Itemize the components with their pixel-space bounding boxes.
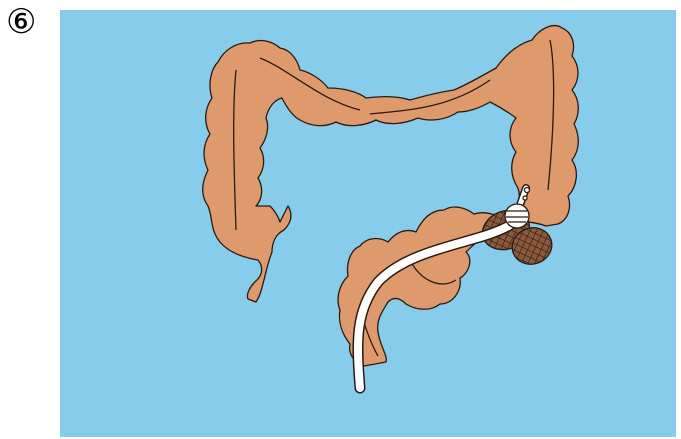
step-number-label: ⑥	[6, 2, 36, 42]
background	[60, 10, 676, 437]
illustration-panel	[60, 10, 676, 437]
